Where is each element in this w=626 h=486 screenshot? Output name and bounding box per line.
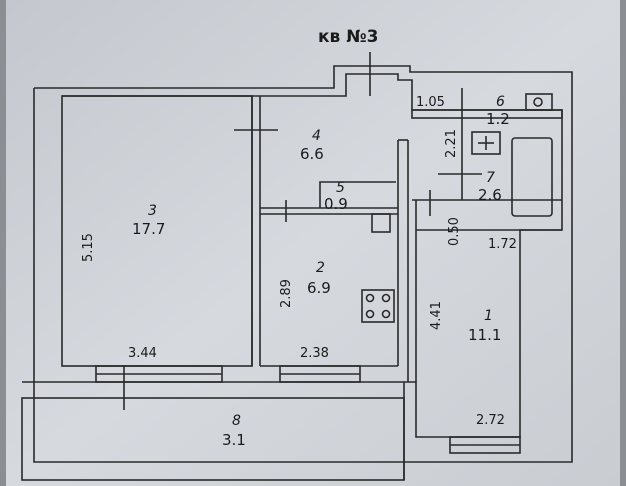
dim-3-44: 3.44 — [128, 346, 157, 361]
room-6-number: 6 — [496, 94, 505, 110]
room-4-area: 6.6 — [300, 145, 324, 163]
walls — [21, 52, 573, 481]
dim-2-72: 2.72 — [476, 413, 505, 428]
toilet — [525, 93, 553, 111]
dim-2-89: 2.89 — [279, 279, 294, 308]
room-6-area: 1.2 — [486, 110, 510, 128]
room-2-area: 6.9 — [307, 279, 331, 297]
room-4-number: 4 — [312, 128, 321, 144]
dimension-labels: 1.05 2.21 0.50 1.72 5.15 2.89 3.44 2.38 … — [81, 95, 517, 428]
room-7-number: 7 — [486, 170, 495, 186]
plan-title: кв №3 — [318, 27, 379, 47]
sink — [471, 131, 501, 155]
room-3-number: 3 — [148, 203, 157, 219]
room-8-number: 8 — [232, 413, 241, 429]
room-1-number: 1 — [484, 308, 493, 324]
dim-2-38: 2.38 — [300, 346, 329, 361]
outer-wall — [33, 65, 573, 463]
room-5-number: 5 — [336, 180, 345, 196]
dim-4-41: 4.41 — [429, 301, 444, 330]
room-7-area: 2.6 — [478, 186, 502, 204]
room-labels: 1 11.1 2 6.9 3 17.7 4 6.6 5 0.9 6 1.2 7 … — [132, 94, 510, 449]
stove — [361, 289, 395, 323]
room-2-number: 2 — [316, 260, 325, 276]
room-1-area: 11.1 — [468, 326, 501, 344]
dim-2-21: 2.21 — [444, 129, 459, 158]
dim-0-50: 0.50 — [447, 217, 462, 246]
room-5-area: 0.9 — [324, 195, 348, 213]
dim-5-15: 5.15 — [81, 233, 96, 262]
room-8-area: 3.1 — [222, 431, 246, 449]
dim-1-05: 1.05 — [416, 95, 445, 110]
paper-sheet — [6, 0, 620, 486]
bathtub — [511, 137, 553, 217]
room-3-area: 17.7 — [132, 220, 165, 238]
dim-1-72: 1.72 — [488, 237, 517, 252]
